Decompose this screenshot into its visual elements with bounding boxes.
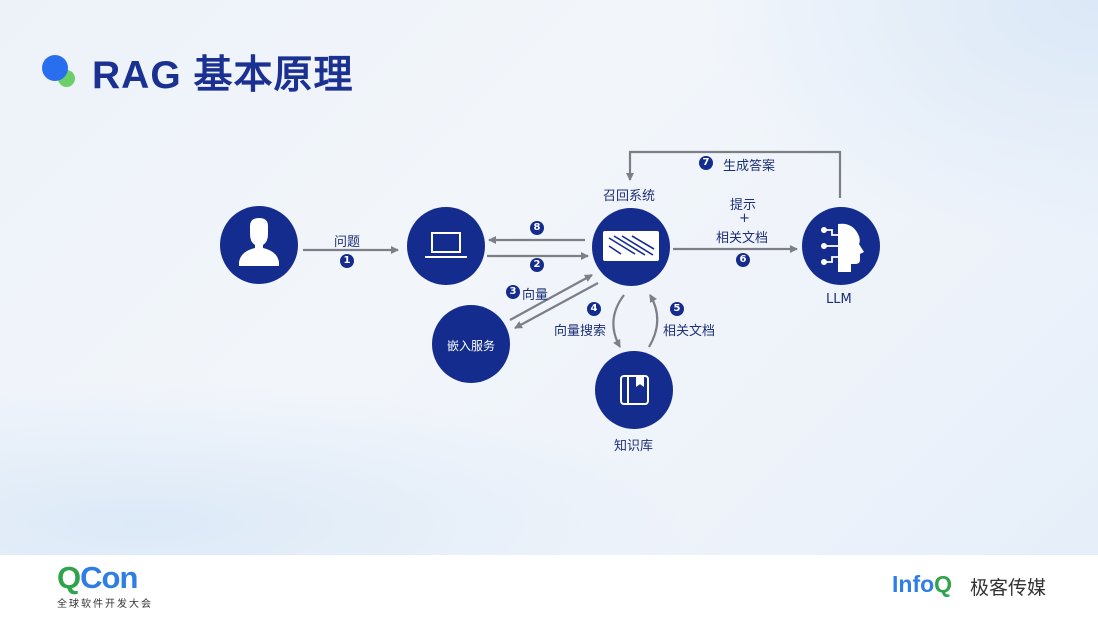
ai-head-icon — [821, 223, 864, 272]
qcon-logo: QCon — [57, 560, 138, 596]
document-lines-icon — [603, 231, 659, 261]
infoq-logo-info: Info — [892, 571, 935, 597]
slide-title: RAG 基本原理 — [92, 54, 354, 97]
title-bullet-blue — [42, 55, 68, 81]
llm-label: LLM — [826, 292, 852, 307]
qcon-logo-q: Q — [57, 560, 81, 595]
edge-6-label-line1: 提示 — [730, 198, 757, 213]
step-5-badge: 5 — [670, 302, 684, 316]
edge-5-arrow — [648, 294, 659, 348]
embedding-node — [432, 305, 510, 383]
rag-diagram — [220, 150, 880, 429]
background-glow-top — [698, 0, 1098, 250]
edge-3-label: 向量 — [522, 288, 549, 303]
knowledge-base-node — [595, 351, 673, 429]
step-6-badge: 6 — [736, 253, 750, 267]
edge-1-label: 问题 — [334, 235, 361, 250]
infoq-logo-q: Q — [934, 571, 953, 597]
step-8-badge: 8 — [530, 221, 544, 235]
user-node — [220, 206, 298, 284]
user-icon — [239, 218, 279, 266]
client-node — [407, 207, 485, 285]
llm-node — [802, 207, 880, 285]
retrieval-node-label: 召回系统 — [603, 189, 656, 204]
edge-4-label: 向量搜索 — [554, 324, 607, 339]
background-glow — [0, 380, 700, 560]
retrieval-node — [592, 208, 670, 286]
step-1-badge: 1 — [340, 254, 354, 268]
footer-bar — [0, 555, 1098, 618]
infoq-logo: InfoQ — [892, 571, 952, 598]
step-7-badge: 7 — [699, 156, 713, 170]
edge-5-label: 相关文档 — [663, 324, 716, 339]
embedding-node-label: 嵌入服务 — [447, 339, 496, 353]
edge-6-label-plus: + — [739, 211, 750, 226]
step-3-badge: 3 — [506, 285, 520, 299]
edge-3-return-arrow — [514, 282, 599, 329]
step-2-badge: 2 — [530, 258, 544, 272]
edge-4-arrow — [612, 294, 625, 348]
edge-6-label-line2: 相关文档 — [716, 231, 769, 246]
edge-3-arrow — [509, 274, 593, 321]
qcon-logo-con: Con — [80, 560, 138, 595]
knowledge-base-label: 知识库 — [614, 439, 654, 454]
edge-7-label: 生成答案 — [723, 159, 776, 174]
infoq-chinese-name: 极客传媒 — [970, 577, 1047, 599]
laptop-icon — [425, 232, 467, 258]
edge-7-arrow — [626, 150, 842, 198]
qcon-subtitle: 全球软件开发大会 — [57, 599, 153, 610]
book-icon — [620, 375, 649, 405]
step-4-badge: 4 — [587, 302, 601, 316]
